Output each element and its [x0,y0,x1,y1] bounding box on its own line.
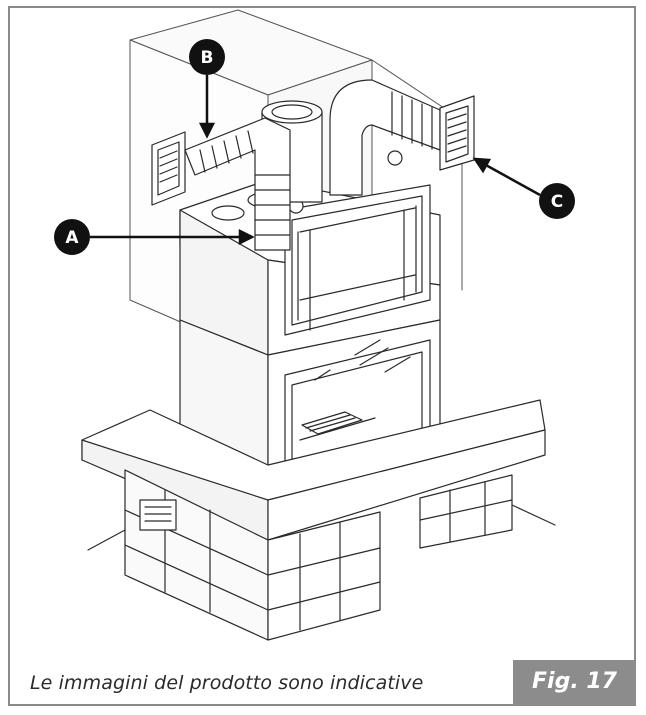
callout-c-label: C [551,192,563,212]
stone-base [87,469,556,641]
callout-c: C [539,183,575,219]
callout-a-arrow [90,228,255,246]
hearth-slab [81,399,546,541]
callout-b-label: B [201,48,214,68]
duct-left [184,117,291,251]
callout-a: A [54,219,90,255]
callout-c-arrow [472,157,541,197]
air-grille-right [439,95,475,171]
callout-b-arrow [198,75,216,139]
callout-a-label: A [65,228,79,248]
figure-label: Fig. 17 [532,669,617,694]
callout-b: B [189,39,225,75]
figure-caption: Le immagini del prodotto sono indicative [30,672,424,694]
duct-right [329,79,441,196]
figure-tag: Fig. 17 [513,660,636,706]
air-grille-left [151,131,186,206]
